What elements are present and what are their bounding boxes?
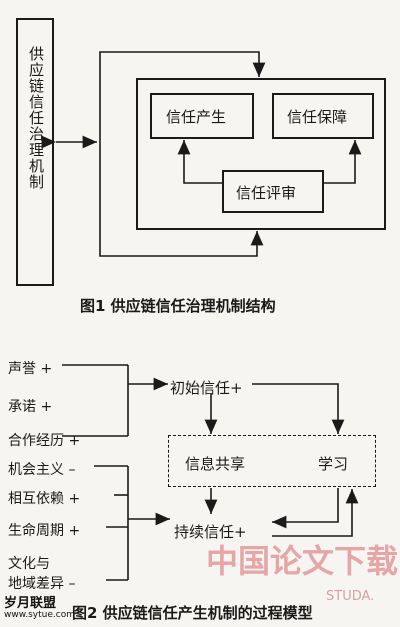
factor-interdependence: 相互依赖 + — [8, 491, 81, 507]
learning-label: 学习 — [318, 455, 349, 473]
watermark-main-text: 中国论文下载 — [206, 542, 399, 580]
sustained-trust-label: 持续信任+ — [174, 523, 247, 541]
governance-mechanism-box — [16, 18, 54, 286]
eval-to-creation-arrow — [177, 140, 222, 184]
info-learning-dashed-box — [168, 435, 376, 487]
figure2-caption: 图2 供应链信任产生机制的过程模型 — [72, 604, 313, 622]
learning-to-sustained-arrow — [272, 488, 339, 529]
governance-mechanism-label: 供应链信任治理机制 — [27, 46, 45, 190]
info-sharing-label: 信息共享 — [185, 455, 246, 473]
trust-evaluation-box — [222, 170, 324, 213]
factor-life-cycle: 生命周期 + — [8, 523, 81, 539]
factor-commitment: 承诺 + — [8, 399, 53, 415]
factor-culture: 文化与 — [8, 556, 50, 572]
watermark-logo-text: 岁月联盟 — [4, 596, 57, 611]
watermark-logo-url: www.sytue.com — [4, 610, 75, 620]
figure1-caption: 图1 供应链信任治理机制结构 — [80, 297, 276, 315]
initial-to-learning-arrow — [252, 383, 345, 434]
bottom-feedback-arrow — [99, 142, 264, 257]
mechanism-outer-frame — [136, 78, 386, 230]
eval-to-assurance-arrow — [324, 140, 362, 184]
trust-assurance-box — [272, 93, 374, 139]
factor-cooperation-history: 合作经历 + — [8, 433, 81, 449]
initial-trust-label: 初始信任+ — [170, 379, 243, 397]
trust-creation-box — [150, 93, 254, 139]
watermark-site-text: STUDA. — [326, 589, 375, 604]
trust-evaluation-label: 信任评审 — [236, 184, 297, 202]
top-feedback-arrow — [99, 51, 266, 142]
factor-reputation: 声誉 + — [8, 361, 53, 377]
trust-assurance-label: 信任保障 — [287, 108, 348, 126]
factor-opportunism: 机会主义 – — [8, 462, 76, 478]
trust-creation-label: 信任产生 — [166, 108, 227, 126]
sustained-to-learning-arrow — [272, 489, 359, 537]
factor-region-difference: 地域差异 – — [8, 576, 76, 592]
